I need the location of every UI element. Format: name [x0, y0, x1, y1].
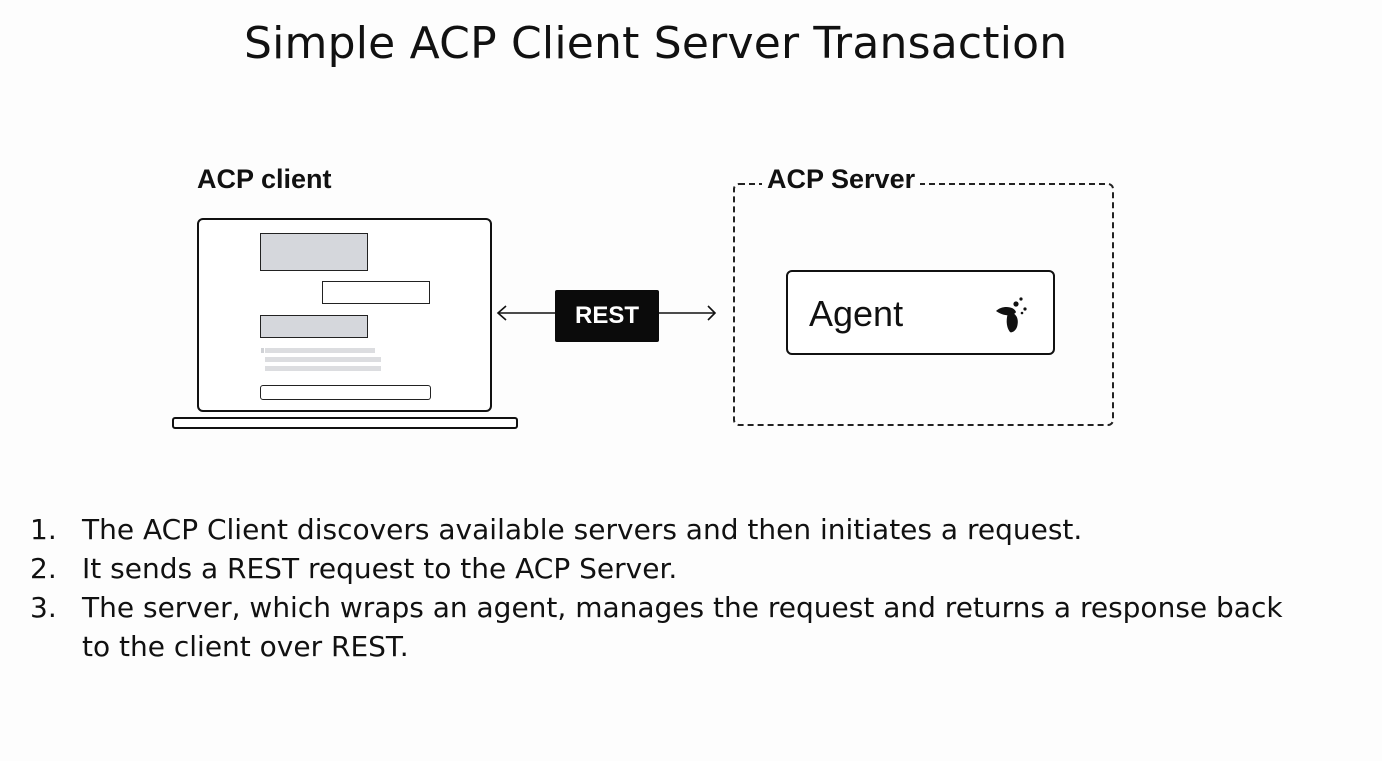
- list-item: 2. It sends a REST request to the ACP Se…: [30, 549, 1350, 588]
- list-item: 1. The ACP Client discovers available se…: [30, 510, 1350, 549]
- step-text: The server, which wraps an agent, manage…: [82, 591, 1283, 663]
- agent-box: Agent: [786, 270, 1055, 355]
- laptop-base: [172, 417, 518, 429]
- ui-line: [265, 357, 381, 362]
- step-number: 3.: [30, 591, 57, 624]
- server-boundary: [733, 183, 1114, 426]
- ui-input-bar: [260, 385, 431, 400]
- step-text: It sends a REST request to the ACP Serve…: [82, 552, 678, 585]
- rest-badge: REST: [555, 290, 659, 342]
- ui-line: [265, 348, 375, 353]
- list-item: 3. The server, which wraps an agent, man…: [30, 588, 1292, 666]
- ui-line: [265, 366, 381, 371]
- step-number: 1.: [30, 513, 57, 546]
- bee-icon: [996, 297, 1027, 333]
- bidirectional-arrow-icon: [496, 305, 717, 321]
- steps-list: 1. The ACP Client discovers available se…: [30, 510, 1350, 666]
- ui-block: [260, 233, 368, 271]
- server-label: ACP Server: [762, 164, 921, 195]
- step-text: The ACP Client discovers available serve…: [82, 513, 1083, 546]
- agent-label: Agent: [809, 293, 904, 334]
- ui-line: [261, 348, 264, 353]
- ui-block: [260, 315, 368, 338]
- ui-block: [322, 281, 430, 304]
- client-label: ACP client: [197, 164, 332, 194]
- page-title: Simple ACP Client Server Transaction: [244, 18, 1068, 69]
- laptop-screen: [197, 218, 492, 412]
- step-number: 2.: [30, 552, 57, 585]
